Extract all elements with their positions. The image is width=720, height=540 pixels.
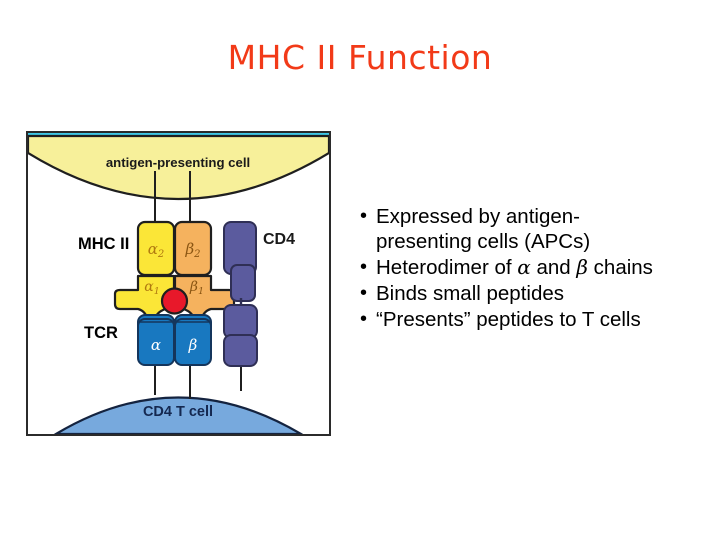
peptide-icon (160, 287, 189, 315)
list-item: • “Presents” peptides to T cells (360, 307, 710, 332)
tcr-beta-lower-domain (174, 318, 212, 366)
bullet-marker: • (360, 282, 368, 304)
page-title: MHC II Function (227, 38, 493, 77)
bullet-text-mid: and (530, 256, 577, 279)
bullet-list: • Expressed by antigen- presenting cells… (360, 204, 710, 333)
cd4-domain-2 (230, 264, 256, 302)
cd4-domain-4 (223, 334, 258, 367)
tcr-beta-label: β (188, 336, 198, 354)
greek-beta: β (576, 255, 588, 279)
bullet-marker: • (360, 308, 368, 330)
antigen-presenting-cell-body (28, 134, 329, 200)
bullet-text-post: chains (587, 256, 653, 279)
diagram-canvas: antigen-presenting cell CD4 T cell α2 β2… (28, 133, 329, 434)
list-item: • Heterodimer of α and β chains (360, 255, 710, 280)
bullet-marker: • (360, 205, 368, 227)
list-item: • Expressed by antigen- presenting cells… (360, 204, 710, 254)
cd4-label: CD4 (263, 231, 295, 248)
bullet-marker: • (360, 256, 368, 278)
bullet-text-pre: Heterodimer of (376, 256, 518, 279)
cd4-t-cell-body (53, 396, 304, 434)
cd4-t-cell-label: CD4 T cell (143, 404, 213, 420)
tcr-label: TCR (84, 324, 118, 342)
antigen-presenting-cell-label: antigen-presenting cell (106, 155, 250, 170)
bullet-text: Heterodimer of α and β chains (376, 255, 710, 280)
mhc-ii-label: MHC II (78, 235, 129, 253)
greek-alpha: α (517, 255, 531, 279)
tcr-alpha-label: α (151, 336, 161, 354)
bullet-text: Expressed by antigen- presenting cells (… (376, 205, 591, 253)
list-item: • Binds small peptides (360, 281, 710, 306)
bullet-text: “Presents” peptides to T cells (376, 308, 641, 331)
cd4-domain-3 (223, 304, 258, 339)
mhc-ii-diagram: antigen-presenting cell CD4 T cell α2 β2… (26, 131, 331, 436)
bullet-text: Binds small peptides (376, 282, 565, 305)
